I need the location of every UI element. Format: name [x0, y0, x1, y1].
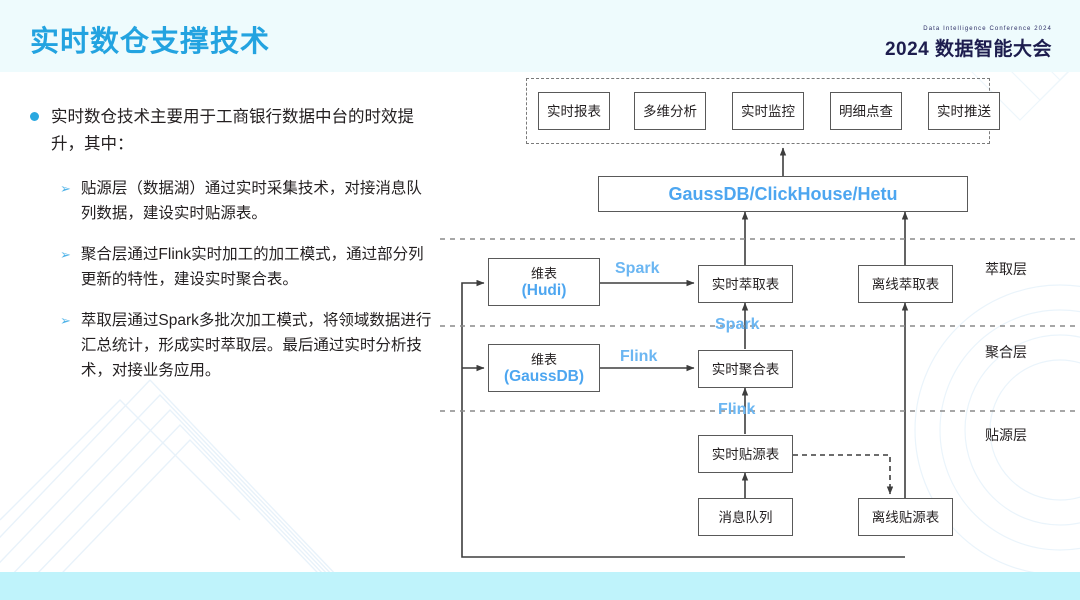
engine-bar-label: GaussDB/ClickHouse/Hetu: [668, 183, 898, 204]
table-label: 实时贴源表: [711, 446, 780, 462]
dim-table-gaussdb-line1: 维表: [530, 352, 557, 367]
table-offline-source[interactable]: 离线贴源表: [858, 498, 953, 536]
table-label: 实时萃取表: [711, 276, 780, 292]
sub-bullet-1: ➢ 贴源层（数据湖）通过实时采集技术，对接消息队列数据，建设实时贴源表。: [60, 176, 432, 226]
bullet-dot-icon: [30, 112, 39, 121]
conference-logo: Data Intelligence Conference 2024 2024 数…: [885, 26, 1052, 61]
engine-bar-gaussdb-clickhouse-hetu[interactable]: GaussDB/ClickHouse/Hetu: [598, 176, 968, 212]
table-realtime-extract[interactable]: 实时萃取表: [698, 265, 793, 303]
page-title: 实时数仓支撑技术: [30, 26, 271, 58]
dim-table-gaussdb-line2: (GaussDB): [503, 368, 585, 385]
main-bullet: 实时数仓技术主要用于工商银行数据中台的时效提升，其中：: [22, 104, 432, 158]
app-box-label: 实时推送: [937, 103, 991, 119]
app-box-label: 实时监控: [741, 103, 795, 119]
chevron-right-icon: ➢: [60, 181, 71, 196]
table-label: 实时聚合表: [711, 361, 780, 377]
tech-label-spark-horizontal: Spark: [615, 260, 660, 277]
app-box-detail-query[interactable]: 明细点查: [830, 92, 902, 130]
logo-subtitle: Data Intelligence Conference 2024: [923, 26, 1052, 32]
dim-table-hudi-line1: 维表: [530, 266, 557, 281]
chevron-right-icon: ➢: [60, 313, 71, 328]
chevron-right-icon: ➢: [60, 247, 71, 262]
app-box-label: 多维分析: [643, 103, 697, 119]
layer-label-source: 贴源层: [985, 427, 1027, 443]
sub-bullet-1-text: 贴源层（数据湖）通过实时采集技术，对接消息队列数据，建设实时贴源表。: [80, 180, 422, 222]
table-message-queue[interactable]: 消息队列: [698, 498, 793, 536]
sub-bullet-2: ➢ 聚合层通过Flink实时加工的加工模式，通过部分列更新的特性，建设实时聚合表…: [60, 242, 432, 292]
tech-label-flink-horizontal: Flink: [620, 348, 658, 365]
content-text-column: 实时数仓技术主要用于工商银行数据中台的时效提升，其中： ➢ 贴源层（数据湖）通过…: [22, 104, 432, 399]
sub-bullet-2-text: 聚合层通过Flink实时加工的加工模式，通过部分列更新的特性，建设实时聚合表。: [80, 246, 424, 288]
dim-table-hudi-line2: (Hudi): [521, 282, 567, 299]
layer-label-aggregate: 聚合层: [985, 344, 1027, 360]
table-realtime-aggregate[interactable]: 实时聚合表: [698, 350, 793, 388]
table-offline-extract[interactable]: 离线萃取表: [858, 265, 953, 303]
main-bullet-text: 实时数仓技术主要用于工商银行数据中台的时效提升，其中：: [51, 108, 414, 153]
app-box-realtime-report[interactable]: 实时报表: [538, 92, 610, 130]
table-label: 离线萃取表: [871, 276, 940, 292]
tech-label-flink-vertical: Flink: [718, 401, 756, 418]
dim-table-gaussdb[interactable]: 维表 (GaussDB): [488, 344, 600, 392]
layer-label-extract: 萃取层: [985, 261, 1027, 277]
logo-title: 2024 数据智能大会: [884, 39, 1052, 60]
tech-label-spark-vertical: Spark: [715, 316, 760, 333]
app-box-label: 明细点查: [839, 103, 893, 119]
table-label: 消息队列: [718, 509, 773, 525]
app-box-realtime-monitor[interactable]: 实时监控: [732, 92, 804, 130]
table-realtime-source[interactable]: 实时贴源表: [698, 435, 793, 473]
app-box-label: 实时报表: [547, 103, 601, 119]
table-label: 离线贴源表: [871, 509, 940, 525]
app-box-multidim-analysis[interactable]: 多维分析: [634, 92, 706, 130]
dim-table-hudi[interactable]: 维表 (Hudi): [488, 258, 600, 306]
sub-bullet-3-text: 萃取层通过Spark多批次加工模式，将领域数据进行汇总统计，形成实时萃取层。最后…: [80, 312, 432, 379]
sub-bullet-3: ➢ 萃取层通过Spark多批次加工模式，将领域数据进行汇总统计，形成实时萃取层。…: [60, 308, 432, 383]
app-box-realtime-push[interactable]: 实时推送: [928, 92, 1000, 130]
